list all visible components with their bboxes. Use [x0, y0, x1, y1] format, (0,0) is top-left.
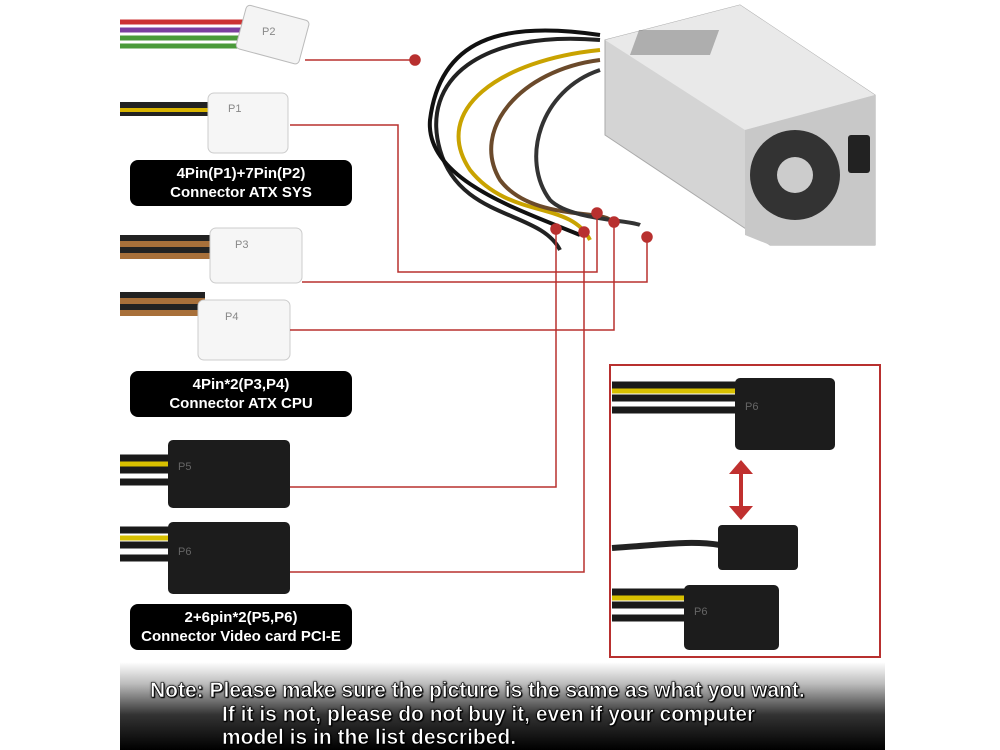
- connector-mark: P5: [178, 461, 191, 473]
- label-line: Connector Video card PCI-E: [141, 628, 341, 645]
- power-supply-unit: [604, 4, 876, 246]
- note-line-3: model is in the list described.: [222, 726, 517, 749]
- connector-mark: P2: [262, 26, 275, 38]
- note-line-1: Note: Please make sure the picture is th…: [150, 679, 805, 702]
- label-atx-cpu: 4Pin*2(P3,P4) Connector ATX CPU: [130, 371, 352, 417]
- label-line: 2+6pin*2(P5,P6): [184, 609, 298, 626]
- connector-p2: P2: [120, 4, 310, 65]
- connector-mark: P6: [694, 606, 707, 618]
- connector-mark: P1: [228, 103, 241, 115]
- connector-mark: P3: [235, 239, 248, 251]
- connector-p4: P4: [120, 292, 291, 361]
- label-line: 4Pin(P1)+7Pin(P2): [176, 165, 306, 182]
- connector-mark: P6: [745, 401, 758, 413]
- label-line: Connector ATX SYS: [170, 184, 312, 201]
- leader-lines: [290, 54, 653, 573]
- note-line-2: If it is not, please do not buy it, even…: [222, 703, 756, 726]
- label-line: Connector ATX CPU: [169, 395, 313, 412]
- label-line: 4Pin*2(P3,P4): [192, 376, 290, 393]
- label-pcie: 2+6pin*2(P5,P6) Connector Video card PCI…: [130, 604, 352, 650]
- connector-p1: P1: [120, 92, 289, 154]
- connector-p5: P5: [120, 440, 290, 508]
- inset-pcie-detail: P6 P6: [609, 364, 881, 658]
- connector-p3: P3: [120, 227, 303, 284]
- connector-p6: P6: [120, 522, 290, 594]
- double-arrow-icon: [729, 460, 753, 520]
- power-socket-icon: [848, 135, 870, 173]
- note-banner: Note: Please make sure the picture is th…: [120, 662, 885, 750]
- connector-mark: P4: [225, 311, 238, 323]
- connector-mark: P6: [178, 546, 191, 558]
- label-atx-sys: 4Pin(P1)+7Pin(P2) Connector ATX SYS: [130, 160, 352, 206]
